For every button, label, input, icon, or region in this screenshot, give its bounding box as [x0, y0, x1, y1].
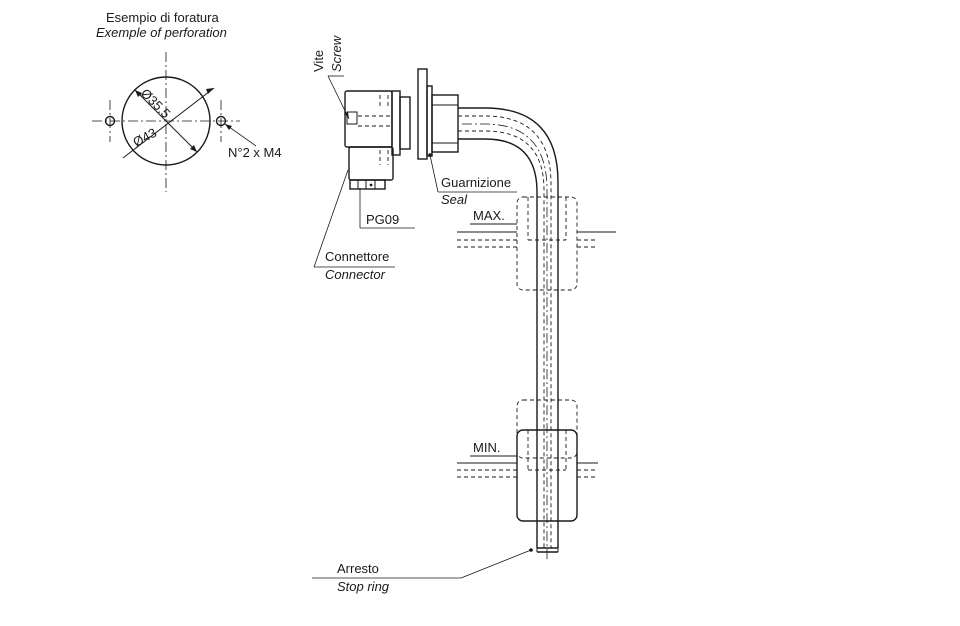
screw-callout: Vite Screw	[311, 34, 350, 120]
stem-tube	[458, 107, 559, 560]
level-min-label: MIN.	[473, 440, 500, 455]
stop-ring-label-it: Arresto	[337, 561, 379, 576]
flange-plate	[417, 68, 428, 160]
perforation-title-it: Esempio di foratura	[106, 10, 219, 25]
connector-head	[344, 90, 411, 190]
seal-label-en: Seal	[441, 192, 468, 207]
holes-label: N°2 x M4	[228, 145, 282, 160]
screw-hole-right	[215, 115, 227, 127]
connector-label-it: Connettore	[325, 249, 389, 264]
pg09-callout: PG09	[359, 188, 415, 229]
float-max: MAX.	[457, 196, 616, 291]
level-max-label: MAX.	[473, 208, 505, 223]
connector-label-en: Connector	[325, 267, 386, 282]
perforation-example: Esempio di foratura Exemple of perforati…	[92, 10, 282, 192]
seal-label-it: Guarnizione	[441, 175, 511, 190]
screw-label-en: Screw	[329, 34, 344, 72]
connector-plug	[348, 146, 394, 181]
dimension-inner: Ø35.5	[138, 86, 174, 122]
float-min: MIN.	[457, 399, 598, 522]
screw-label-it: Vite	[311, 50, 326, 72]
hole-circle	[121, 76, 211, 166]
dimension-outer: Ø43	[130, 125, 159, 150]
flange: Guarnizione Seal	[417, 68, 517, 207]
stop-ring-callout: Arresto Stop ring	[312, 548, 533, 594]
screw-hole-left	[104, 115, 116, 127]
pg-gland	[349, 179, 386, 190]
pg09-label: PG09	[366, 212, 399, 227]
stop-ring-label-en: Stop ring	[337, 579, 390, 594]
connector-callout: Connettore Connector	[313, 169, 395, 282]
float-body	[516, 429, 578, 522]
perforation-title-en: Exemple of perforation	[96, 25, 227, 40]
connector-body	[344, 90, 393, 148]
